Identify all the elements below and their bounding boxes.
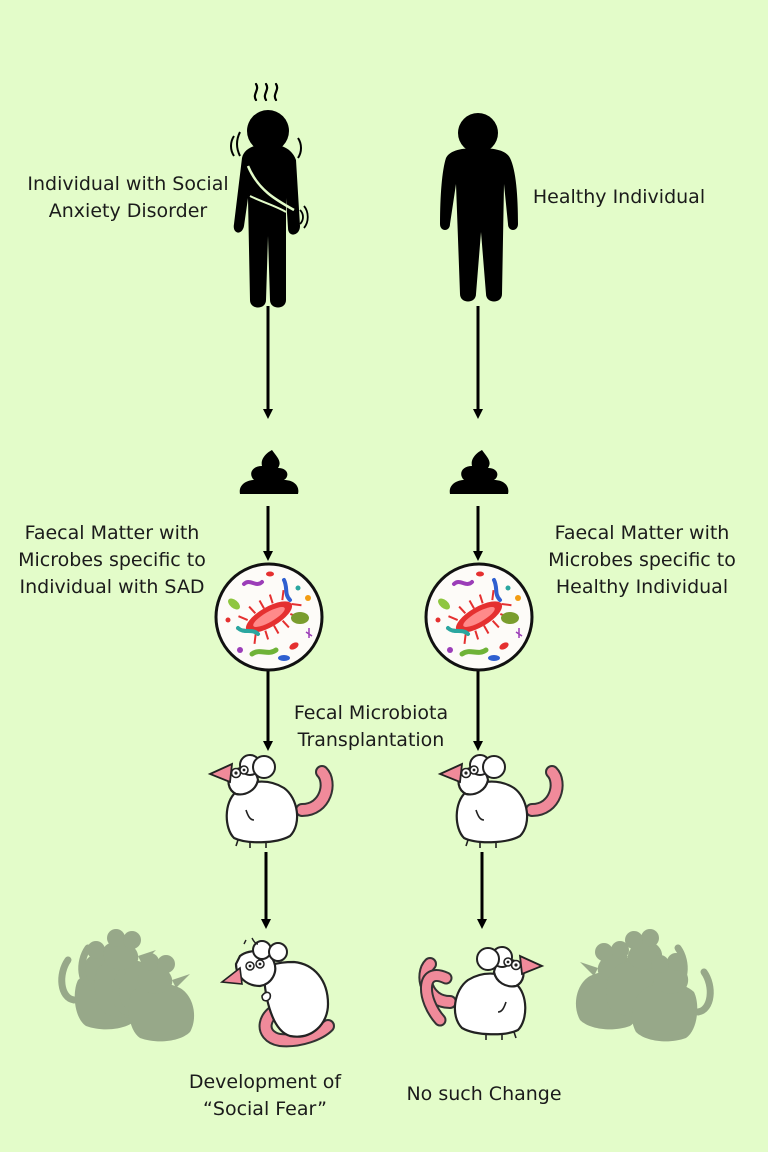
faded-mice-group-right: [576, 929, 710, 1041]
label-faecal-sad: Faecal Matter with Microbes specific to …: [18, 522, 206, 598]
faeces-icon: [449, 450, 509, 494]
faeces-icon: [239, 450, 299, 494]
mouse-icon: [425, 947, 542, 1040]
scared-mouse-icon: [219, 937, 335, 1048]
standing-person-icon: [440, 113, 518, 302]
anxious-person-icon: [230, 82, 309, 308]
label-fmt: Fecal Microbiota Transplantation: [293, 702, 449, 751]
label-outcome-sad: Development of “Social Fear”: [188, 1071, 342, 1120]
microbes-circle-icon: [216, 564, 322, 670]
mouse-icon: [210, 755, 327, 848]
label-faecal-healthy: Faecal Matter with Microbes specific to …: [548, 522, 736, 598]
label-sad-individual: Individual with Social Anxiety Disorder: [27, 173, 229, 222]
label-healthy-individual: Healthy Individual: [532, 186, 706, 208]
faded-mice-group-left: [62, 929, 194, 1041]
mouse-icon: [440, 755, 557, 848]
label-outcome-healthy: No such Change: [406, 1083, 562, 1105]
microbes-circle-icon: [426, 564, 532, 670]
